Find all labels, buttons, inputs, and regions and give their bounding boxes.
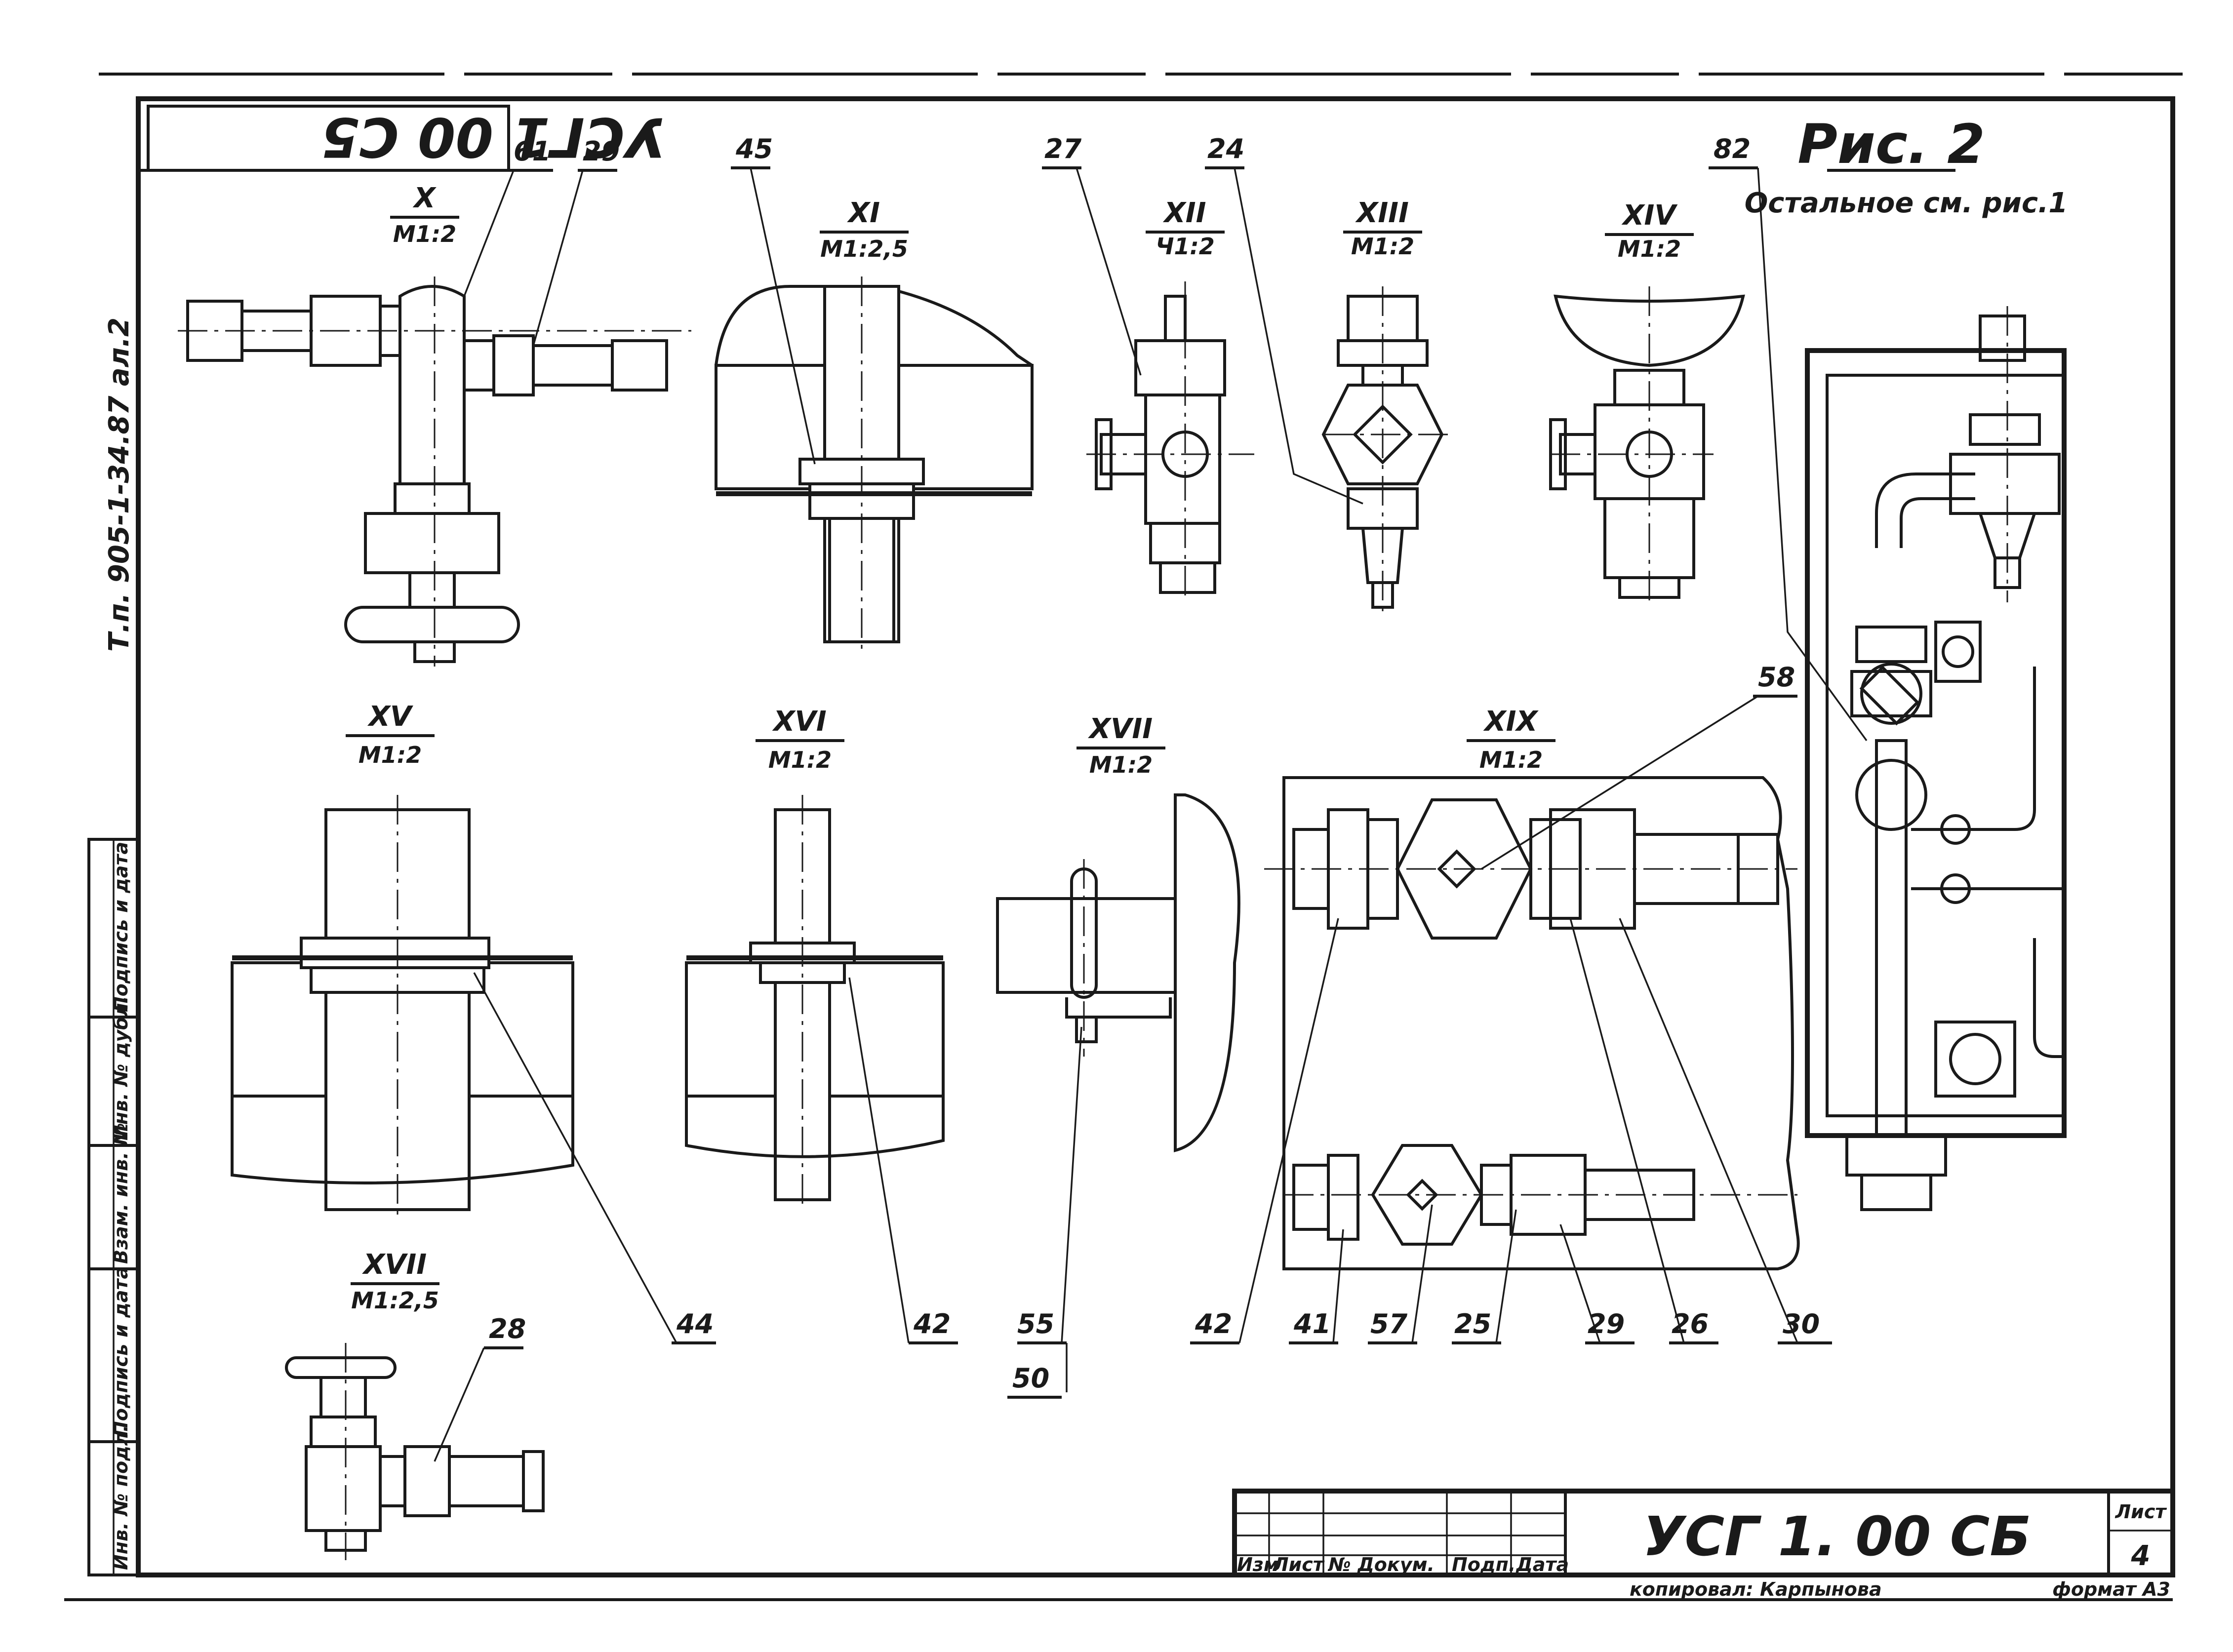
svg-text:XIV: XIV [1621,199,1678,232]
callouts: 61 29 45 27 24 82 58 44 42 55 50 42 [434,133,1868,1462]
section-XVI: XVI М1:2 [756,706,844,773]
svg-text:М1:2: М1:2 [393,221,456,247]
sheet-frame [64,73,2183,1601]
copied-by: копировал: Карпынова [1630,1578,1882,1600]
detail-XVII-top [996,793,1240,1152]
callout-27: 27 [1044,133,1082,164]
callout-24: 24 [1207,133,1244,164]
section-XIII: XIII М1:2 [1343,197,1422,260]
callout-61: 61 [514,136,551,167]
tb-col-doc: № Докум. [1327,1554,1435,1575]
section-XI: XI М1:2,5 [820,197,909,262]
side-table-cell-3: Инв. № дубл. [110,996,132,1141]
doc-code: УСГ 1. 00 СБ [1643,1505,2032,1568]
svg-text:М1:2,5: М1:2,5 [820,236,908,262]
title-block: Изм Лист № Докум. Подп. Дата УСГ 1. 00 С… [1232,1489,2175,1600]
callout-50: 50 [1012,1363,1049,1394]
side-table: Инв. № подл. Подпись и дата Взам. инв. №… [87,838,140,1576]
callout-41: 41 [1293,1308,1331,1339]
detail-XIV [1549,286,1745,607]
svg-text:XII: XII [1163,197,1206,229]
callout-30: 30 [1783,1308,1820,1339]
svg-text:М1:2: М1:2 [768,747,832,773]
callout-25: 25 [1454,1308,1491,1339]
callout-28: 28 [489,1313,526,1344]
svg-text:Ч1:2: Ч1:2 [1156,233,1215,260]
section-XVII-top: XVII М1:2 [1077,713,1165,778]
svg-text:М1:2: М1:2 [359,742,422,768]
assembly-view [1805,306,2067,1211]
svg-text:М1:2: М1:2 [1351,233,1414,260]
svg-text:М1:2: М1:2 [1089,751,1153,778]
svg-text:XVI: XVI [772,706,826,738]
svg-text:XVII: XVII [1088,713,1153,745]
callout-29: 29 [583,136,620,167]
svg-text:М1:2,5: М1:2,5 [351,1287,439,1314]
svg-text:XV: XV [367,701,414,733]
detail-XI [715,276,1034,652]
sheet-label: Лист [2115,1501,2167,1523]
detail-XVII-bottom [285,1343,545,1560]
tb-col-list: Лист [1273,1554,1325,1575]
section-XII: XII Ч1:2 [1146,197,1225,260]
callout-42b: 42 [1195,1308,1232,1339]
section-XIV: XIV М1:2 [1605,199,1694,262]
stamp-code: УСГ1 00 С5 [321,106,666,169]
section-XVII-bottom: XVII М1:2,5 [351,1249,439,1314]
side-table-cell-0: Инв. № подл. [110,1425,132,1570]
side-table-cell-4: Подпись и дата [110,842,132,1012]
svg-text:X: X [412,182,437,214]
side-table-cell-2: Взам. инв. № [110,1123,132,1264]
tb-col-izm: Изм [1237,1554,1279,1575]
detail-X [178,276,691,667]
section-X: X М1:2 [390,182,459,247]
callout-29b: 29 [1588,1308,1625,1339]
detail-XII [1086,281,1254,597]
svg-text:XI: XI [847,197,880,229]
svg-text:XIX: XIX [1483,706,1539,738]
detail-XIX [1264,776,1800,1270]
svg-text:XIII: XIII [1355,197,1409,229]
callout-58: 58 [1758,662,1795,693]
svg-text:XVII: XVII [362,1249,427,1281]
figure-subtitle: Остальное см. рис.1 [1745,187,2068,219]
figure-title: Рис. 2 [1797,113,1985,176]
side-table-cell-1: Подпись и дата [110,1266,132,1437]
callout-57: 57 [1370,1308,1408,1339]
callout-42a: 42 [913,1308,951,1339]
section-labels: X М1:2 XI М1:2,5 XII Ч1:2 XIII М1:2 XIV … [346,182,1694,1314]
detail-XVI [685,795,945,1210]
section-XV: XV М1:2 [346,701,435,768]
format: формат А3 [2052,1578,2170,1600]
side-note: Т.п. 905-1-34.87 ал.2 [103,317,135,652]
tb-col-date: Дата [1515,1554,1569,1575]
rotated-stamp: УСГ1 00 С5 [138,105,667,172]
callout-26: 26 [1672,1308,1709,1339]
callout-44: 44 [676,1308,714,1339]
detail-XV [231,795,574,1219]
detail-XIII [1321,286,1452,612]
sheet-number: 4 [2131,1540,2151,1572]
callout-45: 45 [735,133,773,164]
callout-55: 55 [1017,1308,1054,1339]
callout-82: 82 [1714,133,1751,164]
svg-text:М1:2: М1:2 [1618,236,1681,262]
tb-col-sign: Подп. [1452,1554,1515,1575]
section-XIX: XIX М1:2 [1467,706,1555,773]
svg-text:М1:2: М1:2 [1479,747,1543,773]
